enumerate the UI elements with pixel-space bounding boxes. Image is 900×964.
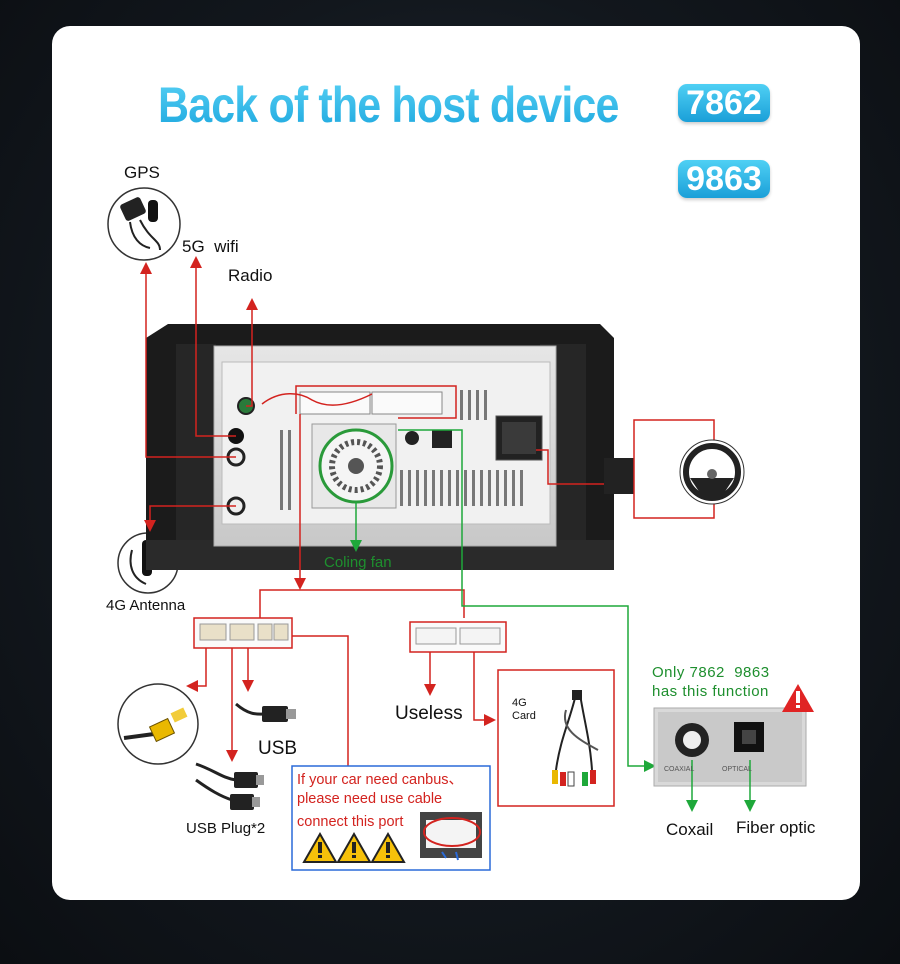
main-harness-connector (193, 617, 293, 649)
warning-icon (336, 831, 372, 863)
cooling-fan-label: Coling fan (324, 554, 392, 571)
function-note-line1: Only 7862 9863 (652, 664, 770, 681)
coaxial-optical-panel (653, 707, 807, 787)
wifi-label: 5G wifi (182, 237, 239, 256)
model-badge-7862: 7862 (678, 84, 770, 122)
function-note-line2: has this function (652, 683, 769, 700)
steering-wheel-icon (633, 419, 745, 519)
model-badge-9863: 9863 (678, 160, 770, 198)
coaxial-label: Coxail (666, 820, 714, 839)
gps-antenna-icon (107, 187, 181, 261)
canbus-note-line1: If your car need canbus、 (297, 772, 464, 788)
rca-video-cable-icon (117, 683, 199, 765)
warning-red-icon (782, 684, 814, 712)
usb-cable-icon (235, 702, 296, 722)
4g-card-cable-box (497, 669, 615, 807)
fiber-optic-label: Fiber optic (736, 818, 816, 837)
panel-optical-label: OPTICAL (722, 766, 752, 773)
gps-label: GPS (124, 163, 160, 182)
head-unit (146, 324, 644, 570)
usb-plug-label: USB Plug*2 (186, 820, 266, 837)
usb-plug-cable-icon (195, 762, 264, 810)
warning-icon (370, 831, 406, 863)
canbus-note-line3: connect this port (297, 814, 404, 830)
radio-label: Radio (228, 266, 273, 285)
4g-card-label: 4G Card (512, 697, 536, 722)
4g-antenna-label: 4G Antenna (106, 597, 186, 614)
panel-coaxial-label: COAXIAL (664, 766, 695, 773)
warning-icon (302, 831, 338, 863)
page-title: Back of the host device (158, 77, 619, 133)
canbus-note-line2: please need use cable (297, 791, 443, 807)
usb-label: USB (258, 738, 298, 759)
useless-label: Useless (395, 703, 463, 724)
useless-connector (409, 621, 507, 653)
